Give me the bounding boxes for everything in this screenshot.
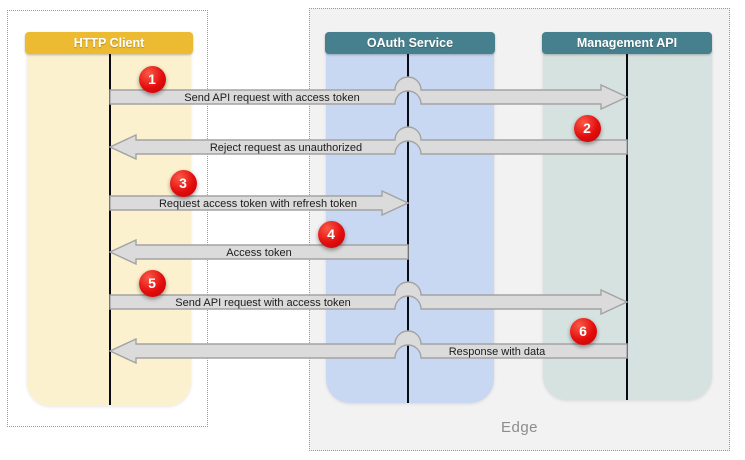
oauth-service-label: OAuth Service [366, 36, 454, 50]
step-badge-6: 6 [569, 317, 597, 345]
step-badge-2: 2 [573, 114, 601, 142]
message-label-4: Access token [226, 247, 291, 259]
management-api-header: Management API [542, 32, 712, 54]
step-badge-1: 1 [138, 65, 166, 93]
management-api-lifeline [626, 54, 628, 400]
http-client-lifeline [109, 54, 111, 405]
edge-zone-label: Edge [500, 419, 539, 436]
oauth-service-lane [326, 44, 494, 403]
step-badge-4: 4 [317, 220, 345, 248]
http-client-header: HTTP Client [25, 32, 193, 54]
step-badge-3: 3 [169, 169, 197, 197]
http-client-label: HTTP Client [73, 36, 145, 50]
oauth-service-header: OAuth Service [325, 32, 495, 54]
step-badge-5: 5 [138, 269, 166, 297]
management-api-label: Management API [576, 36, 678, 50]
oauth-service-lifeline [407, 54, 409, 403]
